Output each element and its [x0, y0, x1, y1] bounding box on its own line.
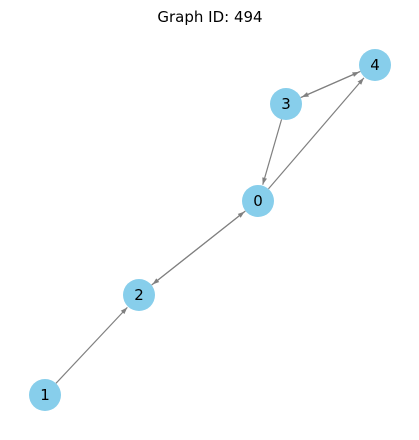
graph-title: Graph ID: 494: [157, 8, 262, 26]
nodes-layer: 0 1 2 3 4: [29, 49, 391, 411]
edge-0-to-4: [267, 77, 365, 190]
edge-0-to-2: [151, 210, 246, 285]
node-label-0: 0: [253, 192, 263, 210]
node-circle-1: [29, 379, 61, 411]
node-2: 2: [123, 279, 155, 311]
node-3: 3: [270, 88, 302, 120]
node-0: 0: [242, 185, 274, 217]
node-label-2: 2: [134, 286, 144, 304]
node-1: 1: [29, 379, 61, 411]
edges-layer: [55, 70, 365, 384]
node-circle-2: [123, 279, 155, 311]
node-circle-4: [359, 49, 391, 81]
node-label-3: 3: [281, 95, 291, 113]
node-circle-0: [242, 185, 274, 217]
node-label-4: 4: [370, 56, 380, 74]
node-label-1: 1: [40, 386, 50, 404]
edge-1-to-2: [55, 306, 128, 384]
node-circle-3: [270, 88, 302, 120]
node-4: 4: [359, 49, 391, 81]
edge-4-to-3: [301, 70, 361, 98]
edge-3-to-0: [262, 119, 283, 185]
